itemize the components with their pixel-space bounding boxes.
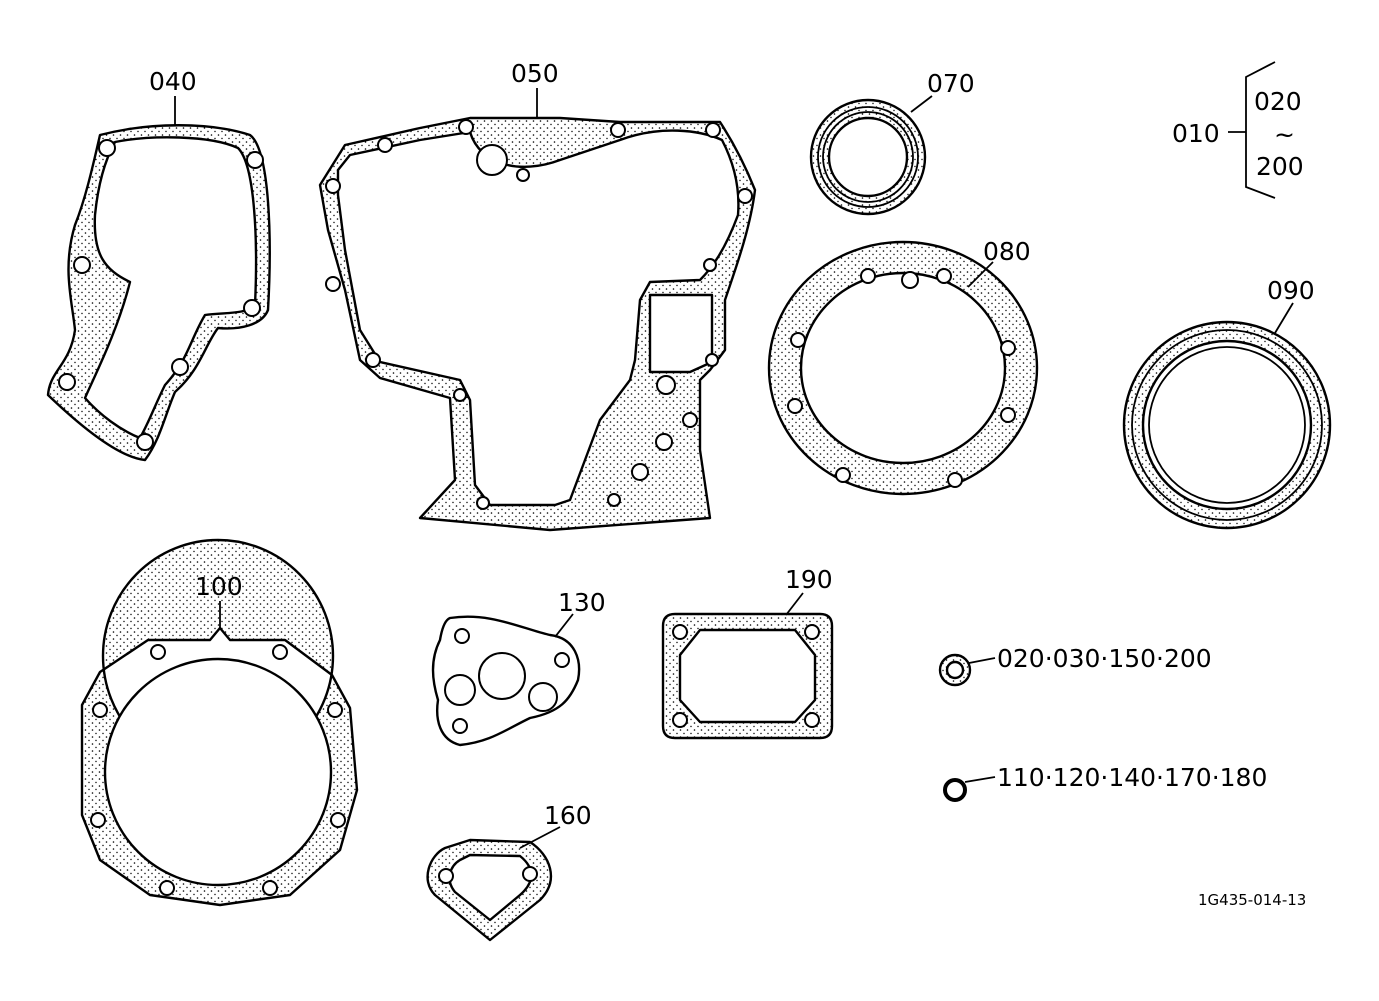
gasket-100[interactable]: 100 — [80, 538, 359, 907]
label-080: 080 — [983, 237, 1031, 266]
set-reference-010: 010 020 ~ 200 — [1172, 61, 1304, 199]
oil-seal-070[interactable]: 070 — [809, 69, 975, 216]
label-washer-group: 020·030·150·200 — [997, 644, 1212, 673]
gasket-190[interactable]: 190 — [661, 565, 834, 740]
gasket-160[interactable]: 160 — [426, 801, 592, 942]
range-tilde: ~ — [1274, 120, 1295, 149]
gasket-050[interactable]: 050 — [318, 59, 757, 532]
washer-group[interactable]: 020·030·150·200 — [938, 644, 1212, 687]
oring-group[interactable]: 110·120·140·170·180 — [943, 763, 1267, 802]
label-160: 160 — [544, 801, 592, 830]
label-020-range: 020 — [1254, 87, 1302, 116]
label-050: 050 — [511, 59, 559, 88]
label-130: 130 — [558, 588, 606, 617]
label-100: 100 — [195, 572, 243, 601]
label-010: 010 — [1172, 119, 1220, 148]
gasket-130[interactable]: 130 — [431, 588, 606, 747]
gasket-040[interactable]: 040 — [46, 67, 271, 462]
label-040: 040 — [149, 67, 197, 96]
label-190: 190 — [785, 565, 833, 594]
oil-seal-090[interactable]: 090 — [1122, 276, 1332, 530]
label-070: 070 — [927, 69, 975, 98]
gasket-080[interactable]: 080 — [767, 237, 1039, 496]
drawing-code: 1G435-014-13 — [1198, 891, 1306, 909]
label-090: 090 — [1267, 276, 1315, 305]
label-200-range: 200 — [1256, 152, 1304, 181]
label-oring-group: 110·120·140·170·180 — [997, 763, 1267, 792]
